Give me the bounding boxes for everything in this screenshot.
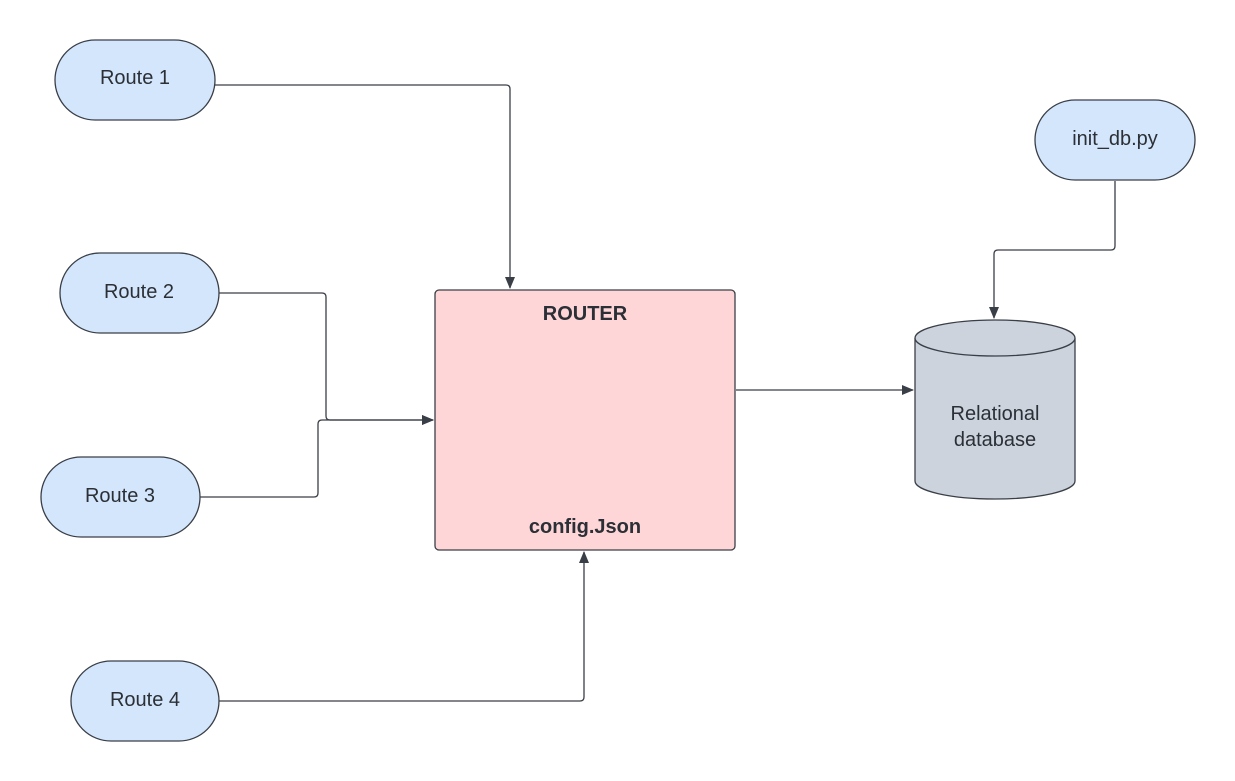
edge-initdb-database: [989, 181, 1116, 319]
router-title: ROUTER: [543, 303, 628, 325]
router-config-label: config.Json: [529, 516, 641, 538]
edge-route4-router: [219, 551, 589, 702]
route-4-node: Route 4: [70, 660, 220, 742]
edge-route2-router: [219, 292, 434, 425]
route-1-node: Route 1: [54, 39, 216, 121]
init-db-label: init_db.py: [1072, 128, 1158, 150]
init-db-node: init_db.py: [1034, 99, 1196, 181]
route-2-node: Route 2: [59, 252, 220, 334]
route-1-label: Route 1: [100, 67, 170, 89]
edge-route1-router: [215, 84, 515, 289]
database-label-line1: Relational: [951, 403, 1040, 425]
init-db-shape: [1034, 99, 1196, 181]
route-2-shape: [59, 252, 220, 334]
router-box: [434, 289, 736, 551]
database-label-line2: database: [954, 429, 1036, 451]
router-node: ROUTER config.Json: [434, 289, 736, 551]
route-1-shape: [54, 39, 216, 121]
route-3-node: Route 3: [40, 456, 201, 538]
route-3-label: Route 3: [85, 485, 155, 507]
edge-route3-router: [200, 415, 434, 498]
route-4-label: Route 4: [110, 689, 180, 711]
route-4-shape: [70, 660, 220, 742]
database-body: [914, 338, 1076, 500]
route-3-shape: [40, 456, 201, 538]
database-top: [914, 319, 1076, 357]
database-node: Relational database: [914, 319, 1076, 500]
route-2-label: Route 2: [104, 281, 174, 303]
